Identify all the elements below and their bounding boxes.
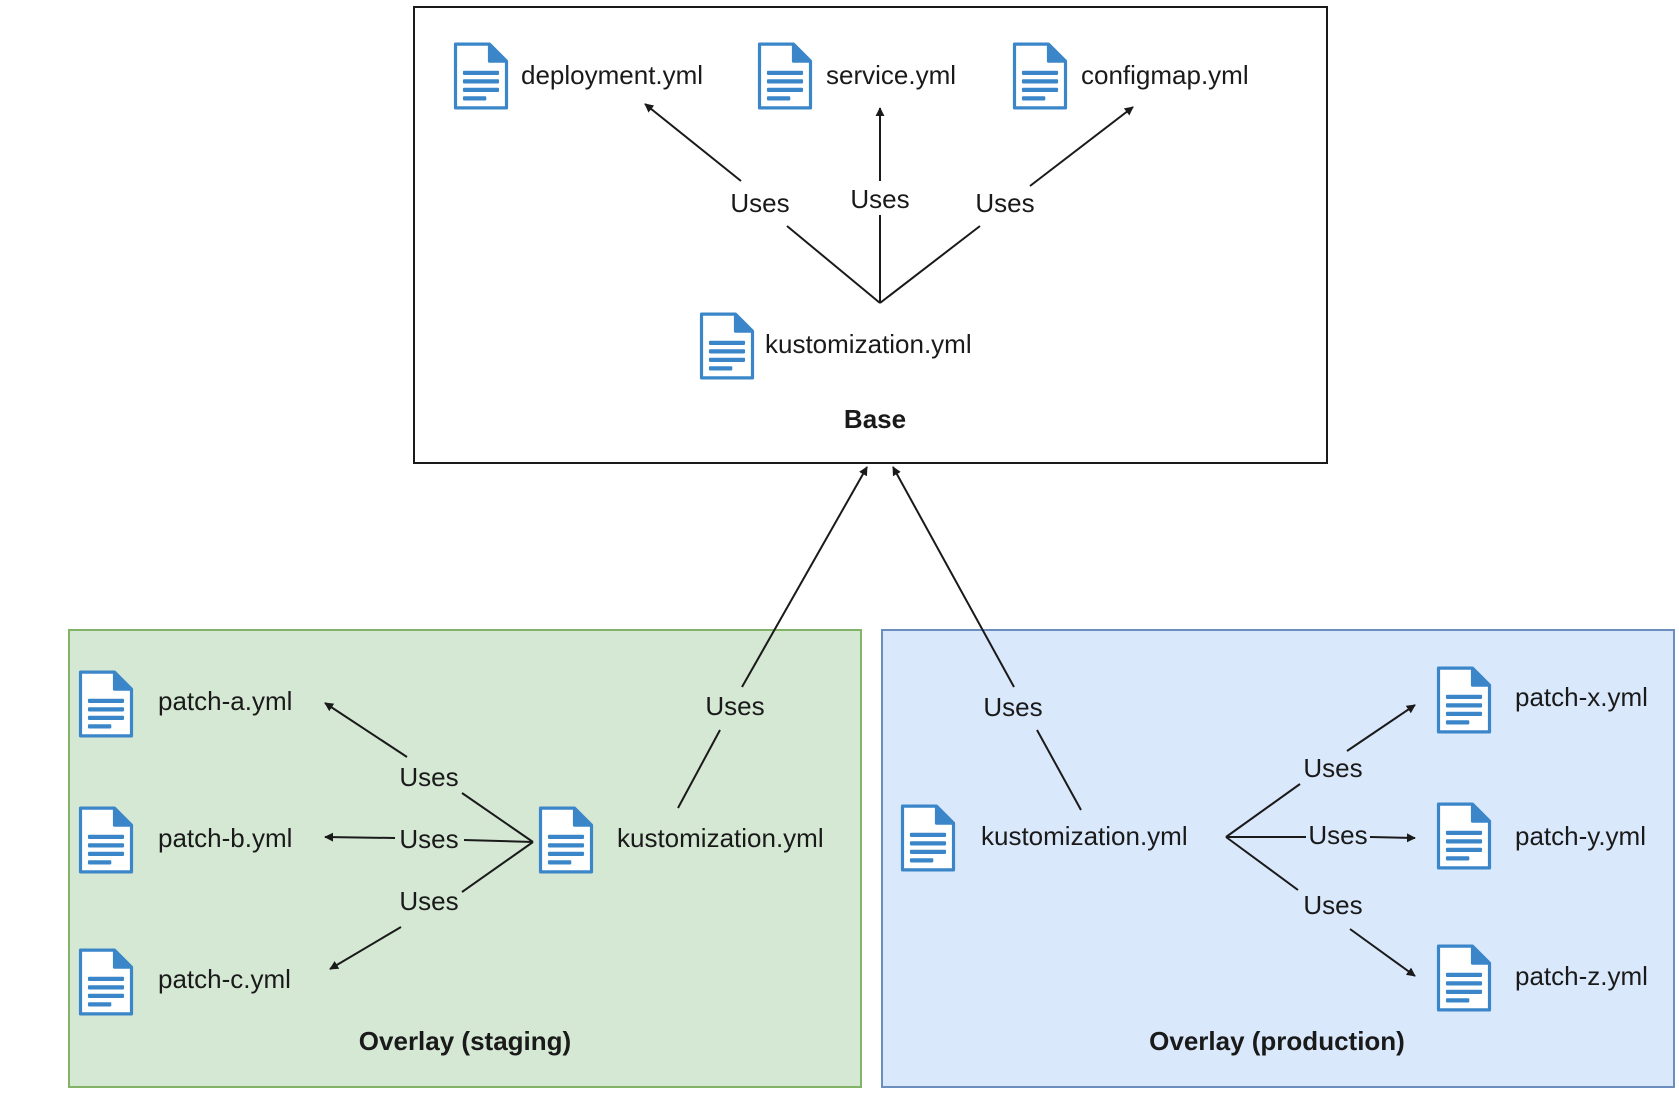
file-label: configmap.yml	[1081, 60, 1249, 90]
document-icon	[78, 806, 134, 874]
file-label: patch-z.yml	[1515, 961, 1648, 991]
base-group-box	[413, 6, 1328, 464]
document-icon	[900, 804, 956, 872]
file-staging-kustomization: kustomization.yml	[538, 806, 824, 874]
edge-label: Uses	[399, 762, 458, 792]
file-label: patch-b.yml	[158, 823, 292, 853]
edge-label: Uses	[1303, 890, 1362, 920]
file-patch-x: patch-x.yml	[1436, 666, 1648, 734]
edge-label: Uses	[399, 886, 458, 916]
file-deployment: deployment.yml	[453, 42, 703, 110]
file-patch-z: patch-z.yml	[1436, 944, 1648, 1012]
file-patch-b: patch-b.yml	[78, 806, 292, 874]
base-group-label: Base	[844, 404, 906, 434]
file-base-kustomization: kustomization.yml	[699, 312, 972, 380]
file-label: patch-y.yml	[1515, 821, 1646, 851]
edge-label: Uses	[399, 824, 458, 854]
file-label: patch-a.yml	[158, 686, 292, 716]
file-label: kustomization.yml	[765, 329, 972, 359]
file-patch-y: patch-y.yml	[1436, 802, 1646, 870]
document-icon	[699, 312, 755, 380]
overlay-to-base-edges	[677, 466, 1082, 811]
file-patch-a: patch-a.yml	[78, 670, 292, 738]
document-icon	[78, 948, 134, 1016]
file-label: patch-x.yml	[1515, 682, 1648, 712]
edge-labels: Uses Uses Uses Uses Uses Uses Uses Uses …	[399, 184, 1367, 920]
file-label: service.yml	[826, 60, 956, 90]
document-icon	[78, 670, 134, 738]
document-icon	[1012, 42, 1068, 110]
edge-label: Uses	[975, 188, 1034, 218]
document-icon	[1436, 802, 1492, 870]
document-icon	[757, 42, 813, 110]
file-label: patch-c.yml	[158, 964, 291, 994]
document-icon	[538, 806, 594, 874]
file-prod-kustomization: kustomization.yml	[900, 804, 1188, 872]
production-group-box	[881, 629, 1675, 1088]
staging-edges	[324, 702, 534, 970]
file-configmap: configmap.yml	[1012, 42, 1249, 110]
edge-label: Uses	[983, 692, 1042, 722]
document-icon	[1436, 944, 1492, 1012]
file-label: deployment.yml	[521, 60, 703, 90]
edge-label: Uses	[1308, 820, 1367, 850]
production-group-label: Overlay (production)	[1149, 1026, 1405, 1056]
edge-label: Uses	[1303, 753, 1362, 783]
staging-group-label: Overlay (staging)	[359, 1026, 571, 1056]
file-service: service.yml	[757, 42, 956, 110]
production-edges	[1225, 704, 1416, 977]
document-icon	[453, 42, 509, 110]
staging-group-box	[68, 629, 862, 1088]
edge-label: Uses	[850, 184, 909, 214]
edge-label: Uses	[730, 188, 789, 218]
base-edges	[644, 103, 1134, 304]
edge-label: Uses	[705, 691, 764, 721]
document-icon	[1436, 666, 1492, 734]
file-patch-c: patch-c.yml	[78, 948, 291, 1016]
file-label: kustomization.yml	[617, 823, 824, 853]
file-label: kustomization.yml	[981, 821, 1188, 851]
